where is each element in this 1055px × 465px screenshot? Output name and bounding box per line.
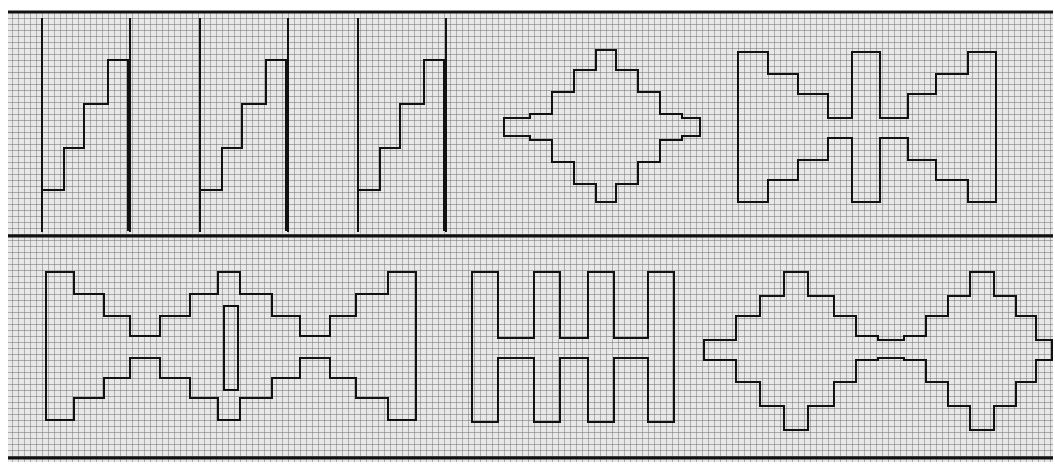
graph-paper-pattern-sheet bbox=[0, 0, 1055, 465]
